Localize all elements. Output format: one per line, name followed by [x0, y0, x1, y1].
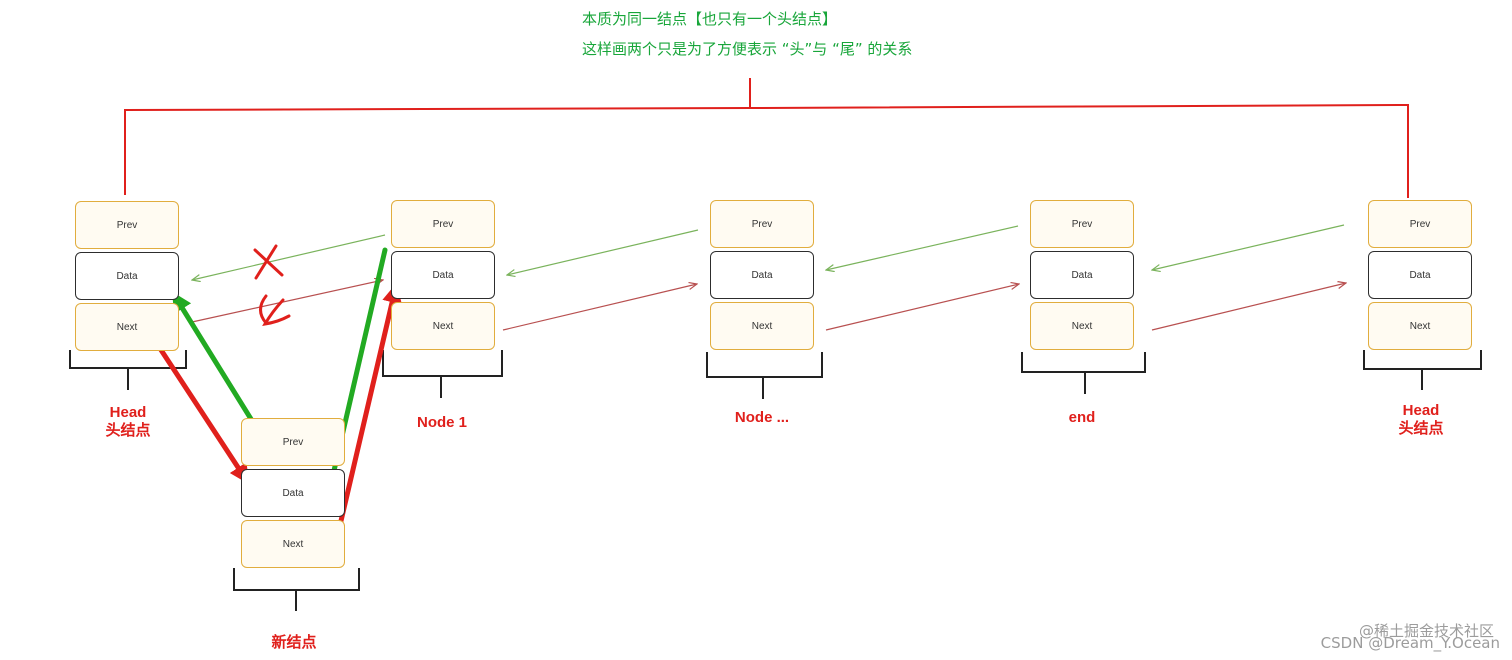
annotation-line-2: 这样画两个只是为了方便表示 “头”与 “尾” 的关系 — [582, 40, 913, 58]
prev-cell: Prev — [391, 200, 495, 248]
watermark-csdn: CSDN @Dream_Y.Ocean — [1320, 634, 1500, 652]
label-end: end — [1068, 409, 1096, 426]
arrow-headr-prev-to-end-data — [1152, 224, 1345, 270]
data-cell: Data — [1030, 251, 1134, 299]
data-cell: Data — [391, 251, 495, 299]
prev-cell: Prev — [1368, 200, 1472, 248]
label-head-right: Head 头结点 — [1381, 402, 1461, 438]
arrow-new-prev-to-head-data — [172, 291, 262, 435]
arrow-nodemore-next-to-end — [825, 284, 1019, 331]
thin-link-arrows — [191, 224, 1346, 331]
next-cell: Next — [75, 303, 179, 351]
node-end: Prev Data Next — [1030, 200, 1134, 353]
label-text: Head 头结点 — [1398, 402, 1444, 437]
label-head-left: Head 头结点 — [88, 404, 168, 440]
prev-cell: Prev — [75, 201, 179, 249]
label-node-1: Node 1 — [416, 414, 467, 431]
label-node-more: Node ... — [734, 409, 790, 426]
next-cell: Next — [1368, 302, 1472, 350]
prev-cell: Prev — [241, 418, 345, 466]
arrow-head-next-to-node1-data — [191, 280, 383, 323]
node-head-left: Prev Data Next — [75, 201, 179, 354]
removed-link-marks — [253, 244, 291, 326]
node-1: Prev Data Next — [391, 200, 495, 353]
watermark-juejin: @稀土掘金技术社区 — [1358, 622, 1494, 640]
node-more: Prev Data Next — [710, 200, 814, 353]
arrow-end-prev-to-nodemore-data — [826, 225, 1019, 270]
head-link-bracket — [124, 78, 1409, 198]
data-cell: Data — [1368, 251, 1472, 299]
next-cell: Next — [710, 302, 814, 350]
arrow-nodemore-prev-to-node1-data — [507, 229, 699, 275]
node-new: Prev Data Next — [241, 418, 345, 571]
prev-cell: Prev — [710, 200, 814, 248]
data-cell: Data — [710, 251, 814, 299]
arrow-node1-next-to-nodemore — [502, 284, 697, 331]
next-cell: Next — [241, 520, 345, 568]
label-new-node: 新结点 — [271, 634, 317, 651]
node-head-right: Prev Data Next — [1368, 200, 1472, 353]
arrow-new-next-to-node1-data — [334, 282, 402, 541]
next-cell: Next — [1030, 302, 1134, 350]
prev-cell: Prev — [1030, 200, 1134, 248]
node-brackets — [69, 350, 1482, 611]
arrow-end-next-to-headr — [1151, 283, 1346, 331]
arrow-node1-prev-to-head-data — [192, 234, 386, 280]
next-cell: Next — [391, 302, 495, 350]
label-text: Head 头结点 — [105, 404, 151, 439]
data-cell: Data — [241, 469, 345, 517]
data-cell: Data — [75, 252, 179, 300]
annotation-line-1: 本质为同一结点【也只有一个头结点】 — [582, 10, 838, 28]
